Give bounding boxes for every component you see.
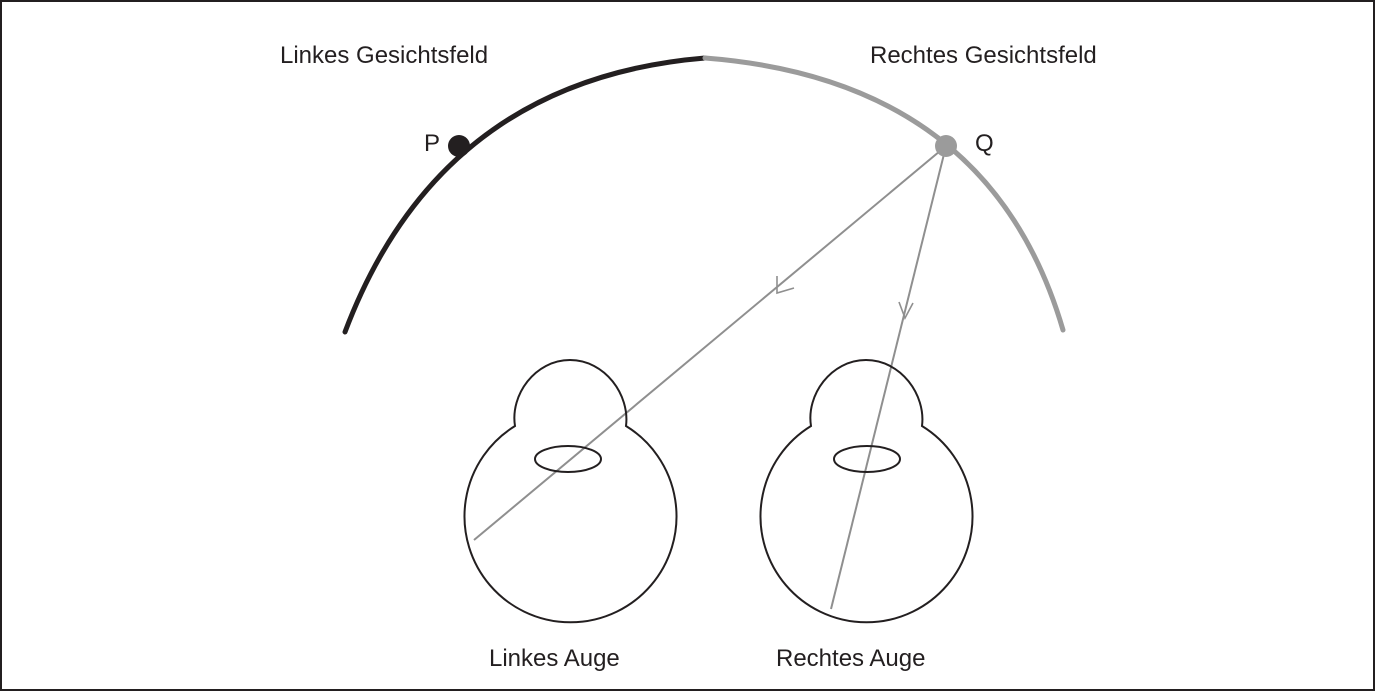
right-visual-field-arc (702, 55, 1066, 333)
left-eye-label: Linkes Auge (489, 645, 620, 672)
left-visual-field-arc (342, 55, 708, 335)
right-eye-label: Rechtes Auge (776, 645, 925, 672)
left-eye (463, 358, 678, 624)
right-eye (759, 358, 974, 624)
ray-q-to-left-eye (473, 145, 947, 541)
point-p-dot (448, 135, 470, 157)
right-ray-arrowhead (898, 301, 914, 320)
left-eyeball-outline (463, 358, 678, 624)
right-eyeball-outline (759, 358, 974, 624)
ray-q-to-right-eye (830, 145, 947, 610)
point-q-dot (935, 135, 957, 157)
left-eye-lens (534, 445, 602, 473)
point-q-label: Q (975, 130, 994, 157)
right-visual-field-label: Rechtes Gesichtsfeld (870, 42, 1097, 69)
point-p-label: P (424, 130, 440, 157)
right-eye-lens (833, 445, 901, 473)
left-ray-arrowhead (776, 276, 795, 295)
left-visual-field-label: Linkes Gesichtsfeld (280, 42, 488, 69)
